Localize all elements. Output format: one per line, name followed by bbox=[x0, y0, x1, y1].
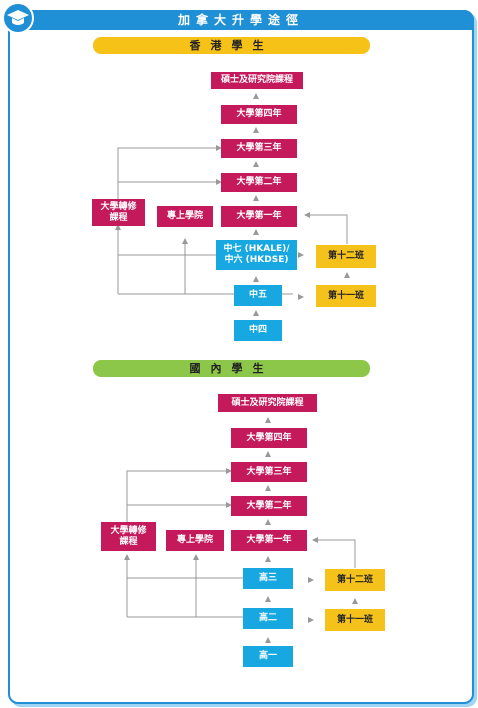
box-university-year4: 大學第四年 bbox=[221, 105, 297, 124]
arrow-up-icon bbox=[253, 195, 259, 201]
box-university-year1: 大學第一年 bbox=[231, 530, 307, 551]
arrow-up-icon bbox=[265, 596, 271, 602]
box-university-year3: 大學第三年 bbox=[221, 139, 297, 158]
arrow-up-icon bbox=[265, 637, 271, 643]
header-banner: 加拿大升學途徑 bbox=[8, 10, 474, 30]
arrow-up-icon bbox=[265, 417, 271, 423]
box-form-4: 中四 bbox=[234, 320, 282, 341]
box-college: 專上學院 bbox=[157, 206, 213, 227]
arrow-up-icon bbox=[265, 451, 271, 457]
arrow-up-icon bbox=[253, 310, 259, 316]
arrow-right-icon bbox=[308, 577, 314, 583]
box-university-transfer: 大學轉修 課程 bbox=[101, 522, 156, 551]
box-university-year2: 大學第二年 bbox=[231, 496, 307, 516]
arrow-right-icon bbox=[298, 294, 304, 300]
arrow-up-icon bbox=[253, 127, 259, 133]
section-header-hk: 香港學生 bbox=[93, 37, 370, 54]
box-masters: 碩士及研究院課程 bbox=[211, 72, 303, 89]
arrow-up-icon bbox=[253, 161, 259, 167]
box-university-year1: 大學第一年 bbox=[221, 206, 297, 227]
arrow-up-icon bbox=[253, 229, 259, 235]
arrow-right-icon bbox=[216, 179, 222, 185]
arrow-right-icon bbox=[226, 502, 232, 508]
box-senior-3: 高三 bbox=[243, 568, 293, 589]
box-senior-1: 高一 bbox=[243, 646, 293, 667]
box-university-year3: 大學第三年 bbox=[231, 462, 307, 482]
arrow-up-icon bbox=[253, 93, 259, 99]
box-grade-11: 第十一班 bbox=[325, 609, 385, 631]
arrow-right-icon bbox=[226, 468, 232, 474]
arrow-up-icon bbox=[193, 554, 199, 560]
box-university-year2: 大學第二年 bbox=[221, 173, 297, 192]
box-masters: 碩士及研究院課程 bbox=[218, 394, 317, 412]
box-grade-12: 第十二班 bbox=[316, 245, 376, 268]
arrow-up-icon bbox=[265, 485, 271, 491]
arrow-up-icon bbox=[182, 238, 188, 244]
arrow-left-icon bbox=[304, 212, 310, 218]
arrow-up-icon bbox=[253, 276, 259, 282]
arrow-up-icon bbox=[352, 598, 358, 604]
box-university-year4: 大學第四年 bbox=[231, 428, 307, 448]
arrow-left-icon bbox=[312, 537, 318, 543]
arrow-up-icon bbox=[265, 556, 271, 562]
arrow-right-icon bbox=[308, 617, 314, 623]
box-college: 專上學院 bbox=[166, 530, 224, 551]
box-grade-12: 第十二班 bbox=[325, 569, 385, 591]
box-university-transfer: 大學轉修 課程 bbox=[92, 199, 145, 226]
section-header-mainland: 國內學生 bbox=[93, 360, 370, 377]
content-frame bbox=[8, 10, 474, 704]
arrow-right-icon bbox=[216, 145, 222, 151]
box-form-5: 中五 bbox=[234, 285, 282, 306]
arrow-up-icon bbox=[344, 272, 350, 278]
arrow-up-icon bbox=[265, 519, 271, 525]
page-title: 加拿大升學途徑 bbox=[177, 13, 304, 27]
graduation-cap-icon bbox=[2, 2, 34, 34]
arrow-up-icon bbox=[115, 224, 121, 230]
box-senior-2: 高二 bbox=[243, 608, 293, 629]
arrow-up-icon bbox=[124, 554, 130, 560]
box-form-6-7: 中七 (HKALE)/ 中六 (HKDSE) bbox=[216, 240, 297, 270]
arrow-right-icon bbox=[298, 252, 304, 258]
box-grade-11: 第十一班 bbox=[316, 285, 376, 307]
